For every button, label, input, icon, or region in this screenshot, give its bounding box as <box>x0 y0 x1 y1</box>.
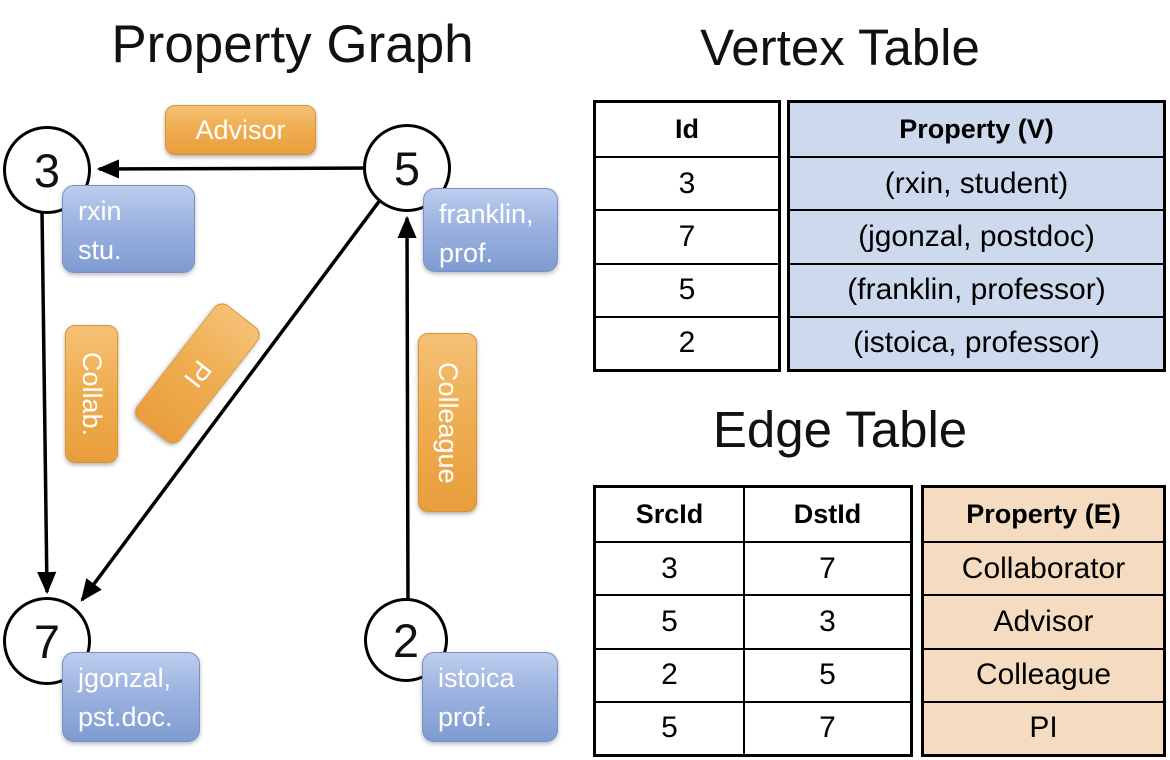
node-id-label: 3 <box>33 143 61 197</box>
property-line: prof. <box>439 238 494 269</box>
vertex-table-header-property: Property (V) <box>899 114 1054 145</box>
property-line: prof. <box>438 702 493 733</box>
edge-table-property-column: Property (E) Collaborator Advisor Collea… <box>921 485 1166 757</box>
vertex-table-property-cell: (rxin, student) <box>790 156 1163 209</box>
edge-label-colleague: Colleague <box>418 333 477 512</box>
property-line: franklin, <box>439 199 534 229</box>
edge-label-advisor: Advisor <box>165 105 316 155</box>
edge-table-dst-cell: 5 <box>745 647 910 701</box>
edge-table-src-cell: 2 <box>596 647 745 701</box>
edge-table-src-cell: 3 <box>596 541 745 595</box>
edge-colleague-2-to-5 <box>397 215 417 613</box>
vertex-table-id-cell: 3 <box>596 156 778 209</box>
node-property-box-rxin: rxin stu. <box>62 185 195 273</box>
property-line: pst.doc. <box>78 702 173 733</box>
edge-pi-5-to-7 <box>80 182 394 602</box>
node-property-box-istoica: istoica prof. <box>422 652 558 742</box>
vertex-table-id-cell: 5 <box>596 262 778 316</box>
vertex-table-id-column: Id 3 7 5 2 <box>593 100 781 372</box>
vertex-table-title: Vertex Table <box>700 19 980 76</box>
graph-node-5: 5 <box>363 124 451 212</box>
property-line: rxin <box>78 196 122 226</box>
edge-label-collab: Collab. <box>65 325 118 463</box>
vertex-table-property-cell: (franklin, professor) <box>790 262 1163 316</box>
vertex-table-id-cell: 7 <box>596 209 778 262</box>
edge-table-dst-cell: 7 <box>745 541 910 594</box>
vertex-table-property-column: Property (V) (rxin, student) (jgonzal, p… <box>787 100 1166 372</box>
vertex-table-header-id: Id <box>675 114 699 145</box>
node-id-label: 7 <box>33 614 61 668</box>
edge-table-property-cell: Colleague <box>924 647 1163 701</box>
edge-table-header-dst: DstId <box>793 499 862 530</box>
property-line: jgonzal, <box>78 663 172 693</box>
property-graph-title: Property Graph <box>111 15 474 74</box>
edge-table-title: Edge Table <box>712 401 968 458</box>
edge-table-header-property: Property (E) <box>966 499 1121 530</box>
graph-edges-layer <box>37 159 417 613</box>
vertex-table-property-cell: (istoica, professor) <box>790 315 1163 369</box>
edge-table-id-columns: SrcId DstId 3 7 5 3 2 5 5 7 <box>593 485 913 757</box>
vertex-table-property-cell: (jgonzal, postdoc) <box>790 209 1163 262</box>
property-line: stu. <box>78 235 122 266</box>
edge-table-dst-cell: 7 <box>745 700 910 754</box>
edge-table-src-cell: 5 <box>596 594 745 648</box>
node-id-label: 5 <box>393 141 421 195</box>
edge-table-property-cell: PI <box>924 700 1163 754</box>
edge-table-property-cell: Collaborator <box>924 541 1163 594</box>
edge-collab-3-to-7 <box>37 209 57 595</box>
node-property-box-franklin: franklin, prof. <box>423 188 558 272</box>
graph-node-2: 2 <box>364 598 448 682</box>
edge-advisor-5-to-3 <box>96 159 381 179</box>
node-id-label: 2 <box>392 613 420 667</box>
property-line: istoica <box>438 663 515 693</box>
node-property-box-jgonzal: jgonzal, pst.doc. <box>62 652 200 742</box>
edge-table-property-cell: Advisor <box>924 594 1163 647</box>
edge-table-header-src: SrcId <box>596 488 745 542</box>
edge-table-src-cell: 5 <box>596 700 745 754</box>
vertex-table-id-cell: 2 <box>596 315 778 369</box>
edge-table-dst-cell: 3 <box>745 594 910 647</box>
